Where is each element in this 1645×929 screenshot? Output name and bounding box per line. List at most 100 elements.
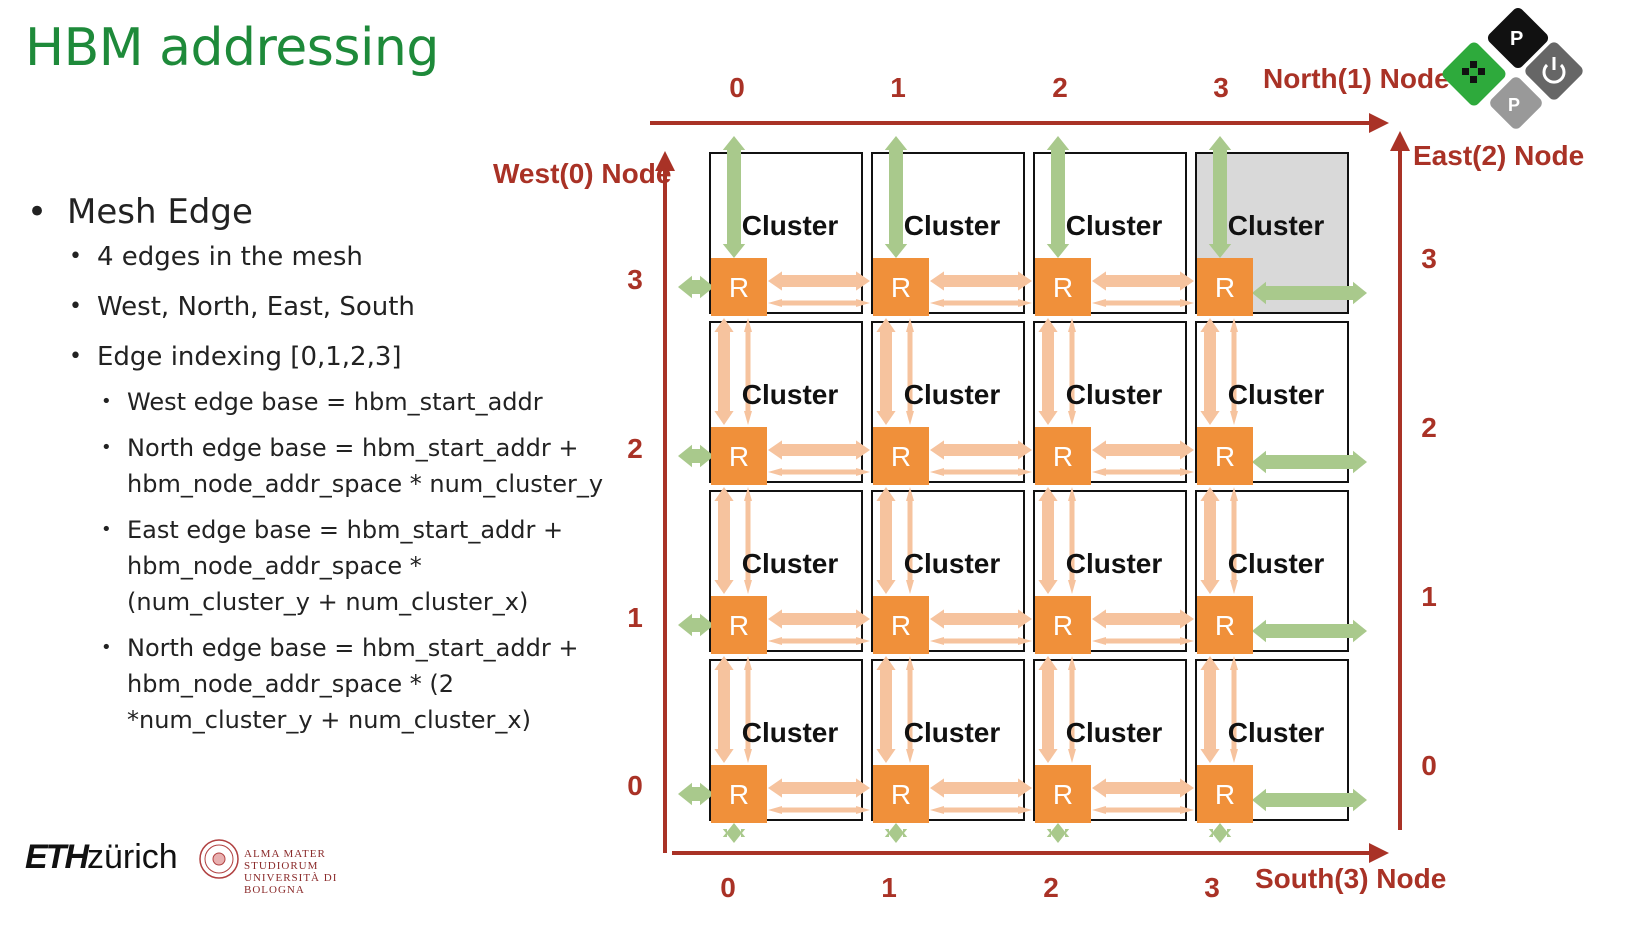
router-r1-c2 bbox=[1035, 427, 1091, 485]
link-v2-r2-c0 bbox=[744, 656, 752, 763]
cluster-label-r0-c0: Cluster bbox=[742, 210, 839, 241]
link-v-r0-c2 bbox=[1038, 318, 1058, 425]
logo-letter-top: P bbox=[1510, 28, 1523, 50]
router-label-r1-c2: R bbox=[1053, 441, 1073, 472]
unibo-line-1: ALMA MATER STUDIORUM bbox=[244, 848, 326, 872]
south-index-2: 2 bbox=[1043, 872, 1059, 903]
link-h2-r2-c1 bbox=[930, 637, 1032, 645]
link-v-r1-c0 bbox=[714, 487, 734, 594]
cluster-label-r3-c2: Cluster bbox=[1066, 717, 1163, 748]
link-h-r2-c0 bbox=[768, 609, 870, 629]
link-h2-r0-c0 bbox=[768, 299, 870, 307]
link-h2-r3-c0 bbox=[768, 806, 870, 814]
bullet-list: Mesh Edge 4 edges in the mesh West, Nort… bbox=[25, 190, 625, 748]
router-label-r0-c1: R bbox=[891, 272, 911, 303]
link-east-edge-r1 bbox=[1252, 450, 1367, 474]
router-label-r1-c3: R bbox=[1215, 441, 1235, 472]
bullet-edge-indexing: Edge indexing [0,1,2,3] bbox=[25, 340, 625, 374]
cluster-label-r1-c1: Cluster bbox=[904, 379, 1001, 410]
link-h2-r2-c2 bbox=[1092, 637, 1194, 645]
link-south-edge-c3 bbox=[1208, 823, 1232, 843]
link-v2-r2-c1 bbox=[906, 656, 914, 763]
link-h-r0-c0 bbox=[768, 271, 870, 291]
router-r1-c0 bbox=[711, 427, 767, 485]
router-r2-c3 bbox=[1197, 596, 1253, 654]
link-west-edge-r3 bbox=[678, 782, 714, 806]
link-north-edge-c1 bbox=[884, 136, 908, 258]
link-v-r2-c2 bbox=[1038, 656, 1058, 763]
cluster-label-r2-c1: Cluster bbox=[904, 548, 1001, 579]
cluster-label-r3-c1: Cluster bbox=[904, 717, 1001, 748]
link-v-r1-c2 bbox=[1038, 487, 1058, 594]
link-east-edge-r3 bbox=[1252, 788, 1367, 812]
cluster-label-r2-c2: Cluster bbox=[1066, 548, 1163, 579]
link-v2-r1-c2 bbox=[1068, 487, 1076, 594]
cluster-label-r3-c3: Cluster bbox=[1228, 717, 1325, 748]
router-r3-c0 bbox=[711, 765, 767, 823]
link-h2-r3-c1 bbox=[930, 806, 1032, 814]
router-label-r2-c2: R bbox=[1053, 610, 1073, 641]
logo-darkgray-piece bbox=[1525, 42, 1583, 100]
link-h-r3-c1 bbox=[930, 778, 1032, 798]
unibo-line-2: UNIVERSITÀ DI BOLOGNA bbox=[244, 872, 338, 896]
bullet-mesh-edge: Mesh Edge bbox=[25, 190, 625, 234]
east-index-3: 3 bbox=[1421, 243, 1437, 274]
link-h-r2-c2 bbox=[1092, 609, 1194, 629]
router-r0-c1 bbox=[873, 258, 929, 316]
link-h2-r2-c0 bbox=[768, 637, 870, 645]
north-edge-label: North(1) Node bbox=[1263, 63, 1450, 94]
link-h-r3-c2 bbox=[1092, 778, 1194, 798]
east-index-1: 1 bbox=[1421, 581, 1437, 612]
router-r0-c0 bbox=[711, 258, 767, 316]
router-r0-c3 bbox=[1197, 258, 1253, 316]
link-v-r1-c3 bbox=[1200, 487, 1220, 594]
east-edge-label: East(2) Node bbox=[1413, 140, 1584, 171]
link-v2-r1-c3 bbox=[1230, 487, 1238, 594]
bullet-west-base: West edge base = hbm_start_addr bbox=[25, 384, 607, 420]
link-v2-r0-c0 bbox=[744, 318, 752, 425]
link-v-r0-c3 bbox=[1200, 318, 1220, 425]
router-r1-c3 bbox=[1197, 427, 1253, 485]
link-south-edge-c1 bbox=[884, 823, 908, 843]
cluster-label-r0-c1: Cluster bbox=[904, 210, 1001, 241]
bullet-east-base: East edge base = hbm_start_addr + hbm_no… bbox=[25, 512, 607, 620]
link-v2-r2-c2 bbox=[1068, 656, 1076, 763]
north-index-2: 2 bbox=[1052, 72, 1068, 103]
unibo-seal-icon bbox=[199, 839, 239, 879]
cluster-label-r1-c0: Cluster bbox=[742, 379, 839, 410]
link-v-r2-c0 bbox=[714, 656, 734, 763]
north-index-0: 0 bbox=[729, 72, 745, 103]
west-index-2: 2 bbox=[627, 433, 643, 464]
router-label-r0-c0: R bbox=[729, 272, 749, 303]
link-v2-r2-c3 bbox=[1230, 656, 1238, 763]
router-r2-c0 bbox=[711, 596, 767, 654]
link-h-r0-c2 bbox=[1092, 271, 1194, 291]
link-north-edge-c2 bbox=[1046, 136, 1070, 258]
bullet-edge-names: West, North, East, South bbox=[25, 290, 625, 324]
link-h-r2-c1 bbox=[930, 609, 1032, 629]
west-index-3: 3 bbox=[627, 264, 643, 295]
router-label-r0-c3: R bbox=[1215, 272, 1235, 303]
link-v2-r0-c1 bbox=[906, 318, 914, 425]
link-west-edge-r2 bbox=[678, 613, 714, 637]
router-label-r1-c0: R bbox=[729, 441, 749, 472]
link-v2-r0-c3 bbox=[1230, 318, 1238, 425]
router-label-r3-c1: R bbox=[891, 779, 911, 810]
link-h-r0-c1 bbox=[930, 271, 1032, 291]
cluster-label-r0-c3: Cluster bbox=[1228, 210, 1325, 241]
bullet-edges-count: 4 edges in the mesh bbox=[25, 240, 625, 274]
south-index-1: 1 bbox=[881, 872, 897, 903]
link-v-r1-c1 bbox=[876, 487, 896, 594]
logo-black-piece bbox=[1487, 7, 1549, 69]
link-east-edge-r0 bbox=[1252, 281, 1367, 305]
cluster-label-r1-c2: Cluster bbox=[1066, 379, 1163, 410]
north-index-3: 3 bbox=[1213, 72, 1229, 103]
link-v-r2-c1 bbox=[876, 656, 896, 763]
router-label-r2-c0: R bbox=[729, 610, 749, 641]
router-r3-c1 bbox=[873, 765, 929, 823]
link-v-r0-c0 bbox=[714, 318, 734, 425]
router-label-r3-c3: R bbox=[1215, 779, 1235, 810]
cluster-label-r2-c0: Cluster bbox=[742, 548, 839, 579]
pulp-logo: P P bbox=[1442, 7, 1583, 129]
